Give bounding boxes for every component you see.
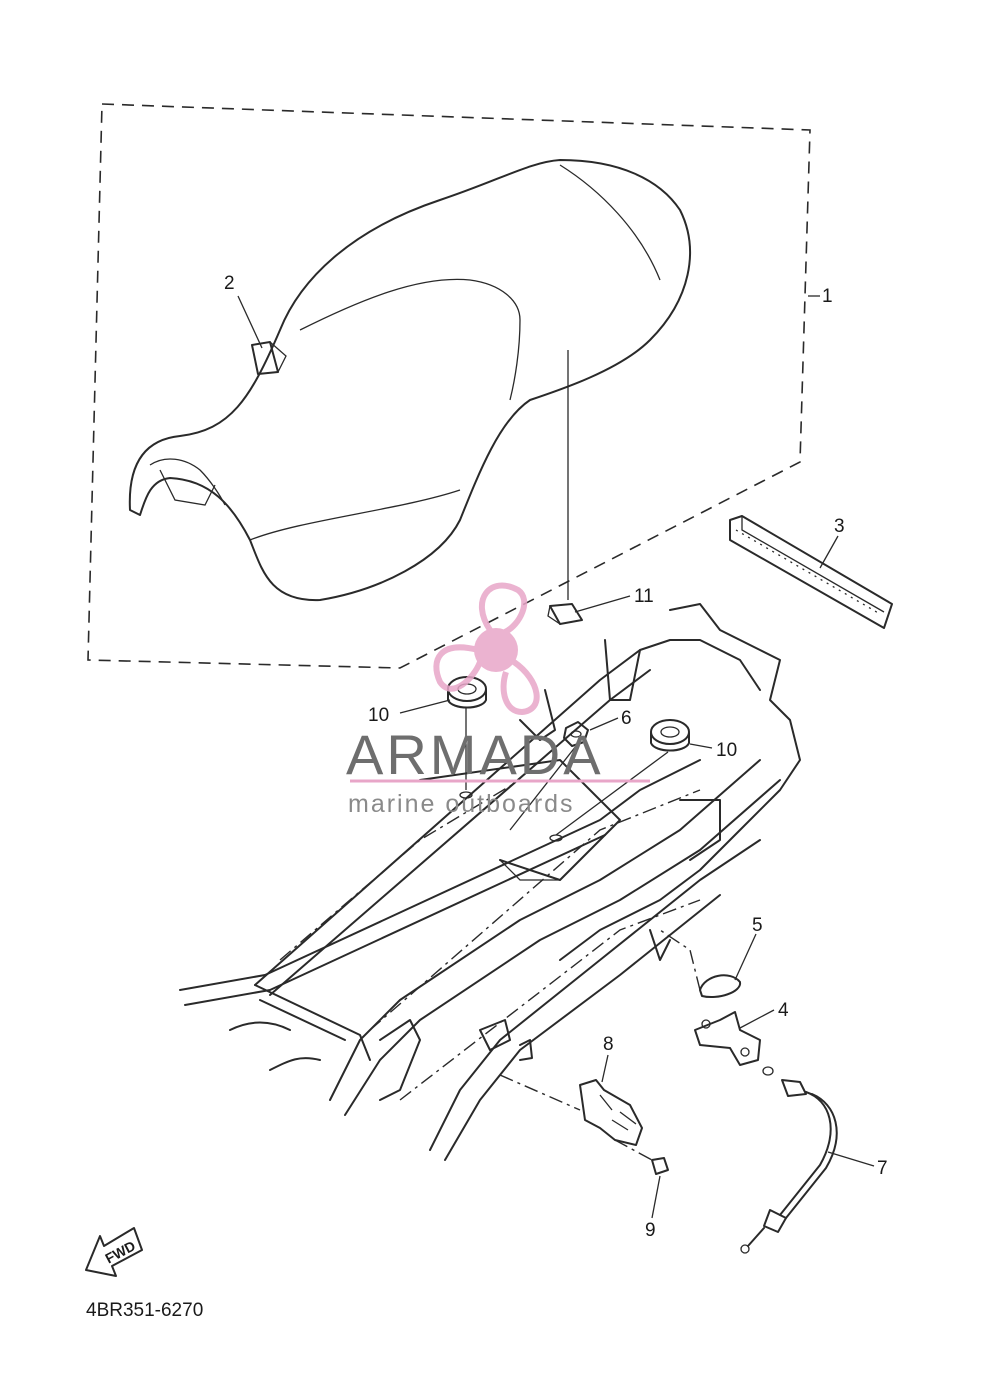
- seat-assembly-boundary: [87, 103, 811, 669]
- watermark-tagline: marine outboards: [348, 790, 575, 818]
- cable-part-7: [740, 1066, 838, 1254]
- callout-leaders: [237, 295, 875, 1219]
- callout-4: 4: [778, 1000, 789, 1021]
- callout-2: 2: [224, 273, 235, 294]
- holder-part-8: [499, 1074, 643, 1146]
- watermark-brand: ARMADA: [346, 723, 604, 786]
- diagram-part-code: 4BR351-6270: [86, 1300, 203, 1321]
- callout-9: 9: [645, 1220, 656, 1241]
- damper-part-10-right: [549, 719, 690, 842]
- armada-propeller-logo: [433, 582, 540, 716]
- screw-part-9: [614, 1139, 669, 1175]
- callout-11: 11: [634, 586, 654, 607]
- seat-part-1: [128, 159, 691, 602]
- seat-bracket-part-2: [251, 341, 287, 375]
- callout-5: 5: [752, 915, 763, 936]
- bracket-part-5: [659, 929, 741, 998]
- rear-frame: [179, 603, 801, 1161]
- damper-strip-part-3: [729, 515, 893, 629]
- callout-6: 6: [621, 708, 632, 729]
- pad-part-11: [547, 603, 583, 625]
- callout-10-left: 10: [368, 705, 389, 726]
- callout-8: 8: [603, 1034, 614, 1055]
- callout-1: 1: [822, 286, 833, 307]
- lock-part-4: [694, 1011, 761, 1066]
- forward-arrow-icon: FWD: [85, 1227, 143, 1277]
- nut-part-6: [509, 721, 589, 831]
- callout-3: 3: [834, 516, 845, 537]
- callout-10-right: 10: [716, 740, 737, 761]
- callout-7: 7: [877, 1158, 888, 1179]
